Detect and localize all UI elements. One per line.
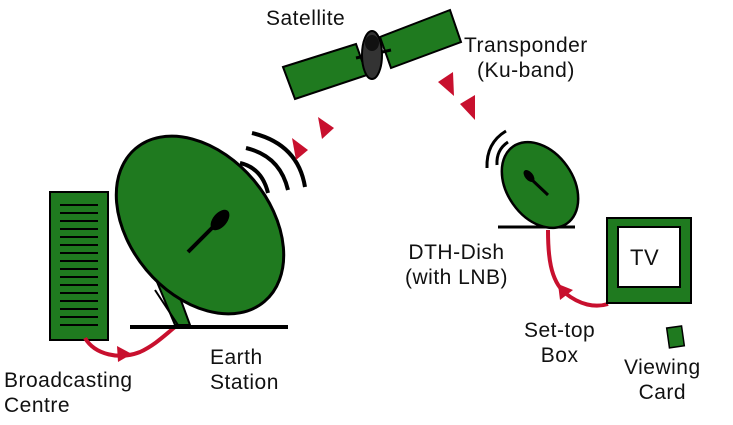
dth-dish-label-line2: (with LNB) bbox=[405, 266, 509, 289]
viewing-card-label-line1: Viewing bbox=[624, 356, 701, 379]
dth-dish-icon bbox=[498, 140, 580, 230]
tv-label-text: TV bbox=[630, 245, 660, 270]
downlink-cable bbox=[546, 229, 609, 308]
earth-station-dish-icon bbox=[114, 134, 288, 329]
earth-station-label-line1: Earth bbox=[210, 346, 263, 369]
tv-label: TV bbox=[630, 245, 659, 270]
satellite-icon bbox=[281, 8, 463, 101]
transponder-label-line2: (Ku-band) bbox=[476, 59, 575, 82]
feed-cable bbox=[83, 325, 177, 358]
downlink-waves bbox=[485, 129, 509, 169]
settop-box-label: Set-top Box bbox=[524, 318, 595, 368]
broadcasting-centre-label-line1: Broadcasting bbox=[4, 369, 133, 392]
viewing-card-label: Viewing Card bbox=[624, 355, 701, 405]
settop-box-label-line2: Box bbox=[540, 344, 579, 367]
satellite-label-text: Satellite bbox=[266, 7, 346, 30]
satellite-label: Satellite bbox=[266, 6, 345, 31]
broadcasting-centre-icon bbox=[49, 191, 109, 341]
settop-box-label-line1: Set-top bbox=[524, 319, 596, 342]
viewing-card-icon bbox=[665, 325, 686, 349]
tv-icon bbox=[606, 217, 692, 304]
uplink-signal bbox=[292, 117, 334, 160]
transponder-label-line1: Transponder bbox=[464, 34, 588, 57]
uplink-waves bbox=[239, 131, 307, 194]
broadcasting-centre-label-line2: Centre bbox=[4, 394, 71, 417]
earth-station-label: Earth Station bbox=[210, 345, 279, 395]
viewing-card-label-line2: Card bbox=[638, 381, 687, 404]
downlink-signal bbox=[438, 72, 475, 120]
broadcasting-centre-label: Broadcasting Centre bbox=[4, 368, 133, 418]
transponder-label: Transponder (Ku-band) bbox=[464, 33, 588, 83]
dth-dish-label: DTH-Dish (with LNB) bbox=[405, 240, 508, 290]
dth-dish-label-line1: DTH-Dish bbox=[408, 241, 505, 264]
earth-station-label-line2: Station bbox=[210, 371, 279, 394]
